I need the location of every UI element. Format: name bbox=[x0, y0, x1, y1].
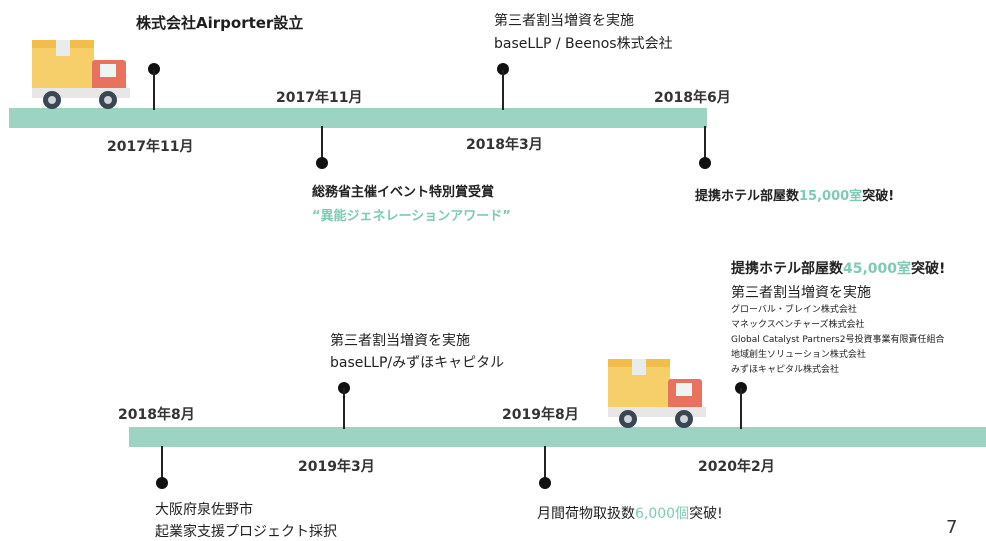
milestone-label-sub: baseLLP / Beenos株式会社 bbox=[494, 36, 673, 52]
milestone-marker bbox=[148, 63, 160, 75]
page-number: 7 bbox=[946, 517, 958, 538]
milestone-date: 2019年3月 bbox=[298, 459, 375, 475]
timeline-bar-2 bbox=[129, 427, 986, 447]
milestone-date: 2017年11月 bbox=[276, 90, 363, 106]
delivery-truck-icon bbox=[32, 40, 130, 109]
milestone-label-sub: 起業家支援プロジェクト採択 bbox=[155, 524, 337, 540]
milestone-label: 第三者割当増資を実施 bbox=[330, 333, 470, 349]
milestone-connector bbox=[161, 446, 163, 482]
milestone-connector bbox=[502, 70, 504, 110]
milestone-marker bbox=[699, 157, 711, 169]
investor-item: 地域創生ソリューション株式会社 bbox=[731, 350, 866, 360]
milestone-marker bbox=[316, 157, 328, 169]
milestone-connector bbox=[740, 388, 742, 429]
milestone-label: 提携ホテル部屋数45,000室突破! bbox=[731, 261, 946, 277]
milestone-marker bbox=[539, 477, 551, 489]
milestone-connector bbox=[343, 388, 345, 429]
milestone-label: 提携ホテル部屋数15,000室突破! bbox=[695, 189, 895, 204]
milestone-label: 第三者割当増資を実施 bbox=[494, 13, 634, 29]
investor-item: Global Catalyst Partners2号投資事業有限責任組合 bbox=[731, 335, 945, 345]
milestone-label-sub: 第三者割当増資を実施 bbox=[731, 285, 871, 301]
milestone-marker bbox=[497, 63, 509, 75]
milestone-label: 月間荷物取扱数6,000個突破! bbox=[537, 506, 723, 522]
timeline-bar-1 bbox=[9, 108, 707, 128]
milestone-label: 株式会社Airporter設立 bbox=[136, 14, 304, 32]
milestone-label: 総務省主催イベント特別賞受賞 bbox=[312, 185, 495, 200]
investor-list: グローバル・ブレイン株式会社 マネックスベンチャーズ株式会社 Global Ca… bbox=[731, 303, 944, 378]
milestone-marker bbox=[156, 477, 168, 489]
milestone-date: 2019年8月 bbox=[502, 407, 579, 423]
milestone-connector bbox=[321, 126, 323, 162]
milestone-date: 2018年8月 bbox=[118, 407, 195, 423]
investor-item: グローバル・ブレイン株式会社 bbox=[731, 305, 857, 315]
milestone-label-sub: baseLLP/みずほキャピタル bbox=[330, 355, 505, 371]
investor-item: マネックスベンチャーズ株式会社 bbox=[731, 320, 865, 330]
milestone-connector bbox=[153, 70, 155, 110]
milestone-date: 2018年6月 bbox=[654, 90, 731, 106]
milestone-date: 2017年11月 bbox=[107, 139, 194, 155]
delivery-truck-icon bbox=[608, 359, 706, 428]
milestone-label: 大阪府泉佐野市 bbox=[155, 502, 253, 518]
milestone-connector bbox=[704, 126, 706, 162]
milestone-date: 2020年2月 bbox=[698, 459, 775, 475]
milestone-label-award: “異能ジェネレーションアワード” bbox=[312, 209, 511, 224]
investor-item: みずほキャピタル株式会社 bbox=[731, 365, 840, 375]
milestone-date: 2018年3月 bbox=[466, 137, 543, 153]
milestone-connector bbox=[544, 446, 546, 482]
